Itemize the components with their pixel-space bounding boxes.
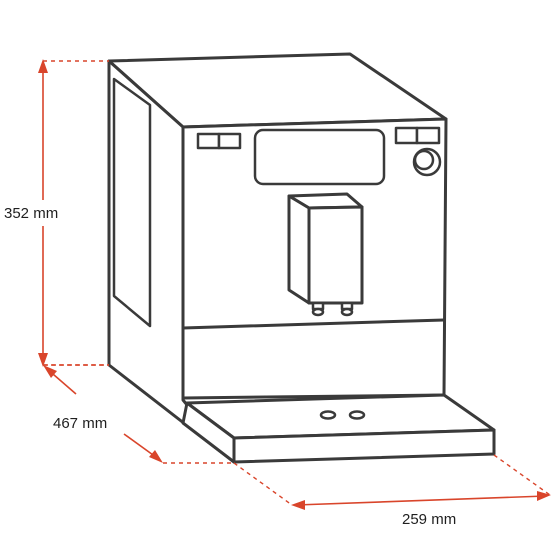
height-dimension: 352 mm <box>0 59 109 367</box>
width-label: 259 mm <box>402 511 456 528</box>
drip-hole-1 <box>319 410 337 420</box>
drip-hole-2 <box>348 410 366 420</box>
left-button-2 <box>217 132 242 150</box>
rotary-knob <box>412 147 442 177</box>
left-button-1 <box>196 132 221 150</box>
left-button-group <box>196 132 242 150</box>
coffee-spout-unit <box>287 192 364 317</box>
width-dimension: 259 mm <box>233 454 551 528</box>
front-divider <box>181 318 446 330</box>
right-button-2 <box>415 126 441 145</box>
coffee-machine-illustration <box>107 52 496 464</box>
depth-dimension: 467 mm <box>43 364 234 464</box>
side-panel-inset <box>112 77 152 328</box>
height-label: 352 mm <box>4 205 58 222</box>
drip-tray <box>181 393 496 464</box>
depth-label: 467 mm <box>53 415 107 432</box>
right-button-1 <box>394 126 419 145</box>
display-panel <box>253 128 386 186</box>
right-button-group <box>394 126 441 145</box>
drip-tray-side <box>181 401 236 464</box>
